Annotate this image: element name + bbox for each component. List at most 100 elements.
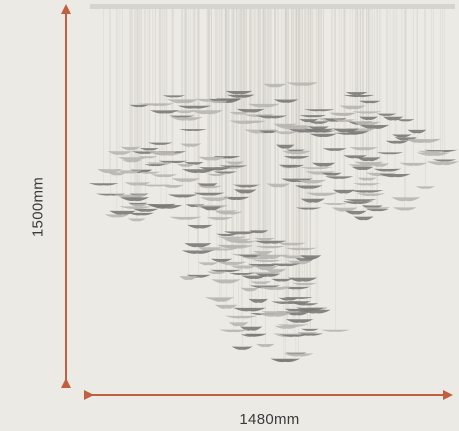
glass-leaf-icon (225, 161, 245, 165)
glass-leaf-icon (170, 117, 203, 121)
glass-leaf-icon (97, 169, 122, 174)
glass-leaf-icon (233, 307, 266, 312)
glass-leaf-icon (285, 312, 309, 316)
glass-leaf-icon (206, 217, 234, 220)
glass-leaf-icon (320, 329, 350, 332)
glass-leaf-icon (223, 231, 258, 235)
glass-leaf-icon (234, 189, 257, 194)
glass-leaf-icon (274, 325, 300, 329)
glass-leaf-icon (254, 266, 278, 271)
glass-leaf-icon (179, 276, 198, 281)
glass-leaf-icon (247, 103, 280, 108)
glass-leaf-icon (348, 164, 376, 168)
glass-leaf-icon (200, 197, 230, 202)
glass-leaf-icon (345, 210, 367, 215)
glass-leaf-icon (120, 197, 150, 202)
glass-leaf-icon (282, 150, 311, 155)
glass-leaf-icon (344, 199, 377, 202)
glass-leaf-icon (190, 110, 224, 115)
glass-leaf-icon (352, 111, 382, 114)
glass-leaf-icon (294, 185, 323, 189)
glass-leaf-icon (240, 287, 259, 292)
glass-leaf-icon (127, 218, 146, 222)
glass-leaf-icon (376, 113, 397, 116)
glass-leaf-icon (187, 224, 213, 229)
glass-leaf-icon (254, 245, 286, 249)
glass-leaf-icon (253, 251, 274, 255)
glass-leaf-icon (129, 104, 149, 108)
glass-leaf-icon (198, 262, 219, 266)
glass-leaf-icon (300, 328, 319, 331)
glass-leaf-icon (331, 112, 357, 116)
glass-leaf-icon (417, 150, 446, 154)
glass-leaf-icon (229, 111, 250, 115)
glass-leaf-icon (283, 353, 314, 357)
glass-leaf-icon (297, 179, 327, 184)
glass-leaf-icon (139, 148, 159, 151)
glass-leaf-icon (217, 261, 247, 266)
glass-leaf-icon (241, 275, 267, 280)
glass-leaf-icon (231, 346, 253, 350)
glass-leaf-icon (333, 189, 355, 194)
glass-leaf-icon (271, 278, 293, 282)
glass-leaf-icon (171, 178, 201, 182)
glass-leaf-icon (215, 304, 238, 309)
glass-leaf-icon (278, 297, 299, 301)
glass-leaf-icon (224, 315, 258, 319)
glass-leaf-icon (357, 177, 377, 181)
glass-leaf-icon (122, 160, 142, 163)
glass-leaf-icon (148, 142, 173, 145)
glass-leaf-icon (223, 196, 250, 201)
glass-leaf-icon (210, 298, 232, 302)
glass-leaf-icon (241, 257, 274, 260)
glass-leaf-icon (107, 172, 127, 176)
glass-leaf-icon (407, 139, 428, 143)
glass-leaf-icon (129, 204, 149, 207)
glass-leaf-icon (133, 208, 159, 212)
glass-leaf-icon (300, 255, 322, 260)
glass-leaf-icon (215, 211, 243, 215)
glass-leaf-icon (342, 201, 373, 204)
glass-leaf-icon (407, 129, 427, 134)
glass-leaf-icon (228, 272, 255, 276)
glass-leaf-icon (432, 159, 457, 162)
glass-leaf-icon (138, 171, 161, 174)
glass-leaf-icon (349, 190, 384, 193)
glass-leaf-icon (353, 183, 381, 186)
glass-leaf-icon (306, 130, 336, 133)
glass-leaf-icon (240, 334, 263, 337)
glass-leaf-icon (416, 152, 450, 156)
glass-leaf-icon (250, 281, 272, 285)
glass-leaf-icon (359, 116, 378, 120)
glass-leaf-icon (308, 121, 329, 124)
ceiling-canopy (90, 4, 455, 9)
glass-leaf-icon (120, 146, 141, 151)
glass-leaf-icon (225, 90, 253, 95)
glass-leaf-icon (248, 298, 269, 303)
glass-leaf-icon (258, 286, 292, 290)
glass-leaf-icon (321, 172, 342, 176)
glass-leaf-icon (365, 209, 389, 212)
glass-leaf-icon (279, 255, 307, 259)
glass-leaf-icon (118, 157, 147, 161)
glass-leaf-icon (284, 126, 312, 130)
glass-leaf-icon (359, 124, 390, 129)
glass-leaf-icon (254, 237, 276, 241)
glass-leaf-icon (217, 236, 248, 240)
glass-leaf-icon (287, 277, 318, 282)
glass-leaf-icon (283, 156, 310, 159)
glass-leaf-icon (216, 233, 238, 237)
glass-leaf-icon (299, 167, 333, 170)
glass-leaf-icon (304, 109, 335, 112)
glass-elements (88, 82, 459, 363)
glass-leaf-icon (168, 115, 195, 118)
glass-leaf-icon (198, 156, 226, 161)
glass-leaf-icon (200, 206, 222, 211)
glass-leaf-icon (359, 100, 381, 104)
glass-leaf-icon (299, 115, 327, 118)
glass-leaf-icon (234, 185, 259, 188)
glass-leaf-icon (104, 214, 130, 218)
glass-leaf-icon (219, 245, 254, 249)
glass-leaf-icon (150, 110, 179, 114)
